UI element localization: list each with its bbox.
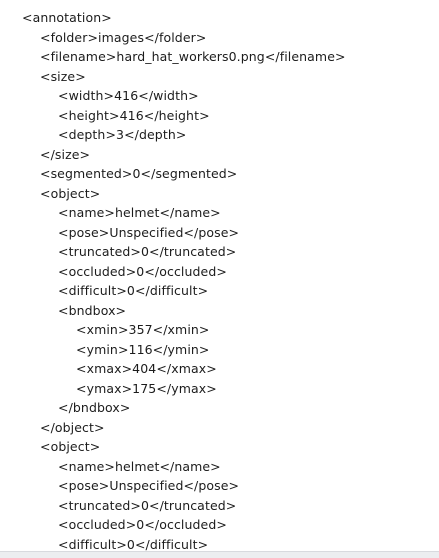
xml-line: <truncated>0</truncated> [58,244,237,259]
xml-line: <bndbox> [58,302,127,318]
xml-line: </size> [40,146,91,162]
xml-line: <name>helmet</name> [58,205,221,220]
xml-line: <pose>Unspecified</pose> [58,224,240,240]
xml-line: <occluded>0</occluded> [58,263,227,279]
xml-line: <size> [40,68,86,84]
xml-line: <height>416</height> [58,107,210,123]
xml-line: <object> [40,439,101,454]
xml-line: <filename>hard_hat_workers0.png</filenam… [40,49,346,64]
xml-line: <truncated>0</truncated> [58,497,237,513]
xml-line: <xmin>357</xmin> [76,322,210,337]
xml-line: <name>helmet</name> [58,458,221,474]
xml-line: </bndbox> [58,400,131,415]
xml-line: <difficult>0</difficult> [58,283,209,298]
xml-line: <width>416</width> [58,88,199,103]
bottom-scroll-edge [0,551,439,558]
xml-line: <ymin>116</ymin> [76,341,210,357]
xml-line: </object> [40,419,105,435]
xml-line: <occluded>0</occluded> [58,517,227,532]
xml-line: <object> [40,185,101,201]
xml-line: <segmented>0</segmented> [40,166,238,181]
xml-line: <difficult>0</difficult> [58,536,209,552]
xml-line-list: <annotation> <folder>images</folder> <file… [0,8,346,558]
xml-line: <depth>3</depth> [58,127,187,142]
xml-line: <annotation> [22,10,112,25]
xml-line: <xmax>404</xmax> [76,361,217,376]
xml-line: <pose>Unspecified</pose> [58,478,240,493]
xml-line: <folder>images</folder> [40,29,207,45]
xml-line: <ymax>175</ymax> [76,380,217,396]
